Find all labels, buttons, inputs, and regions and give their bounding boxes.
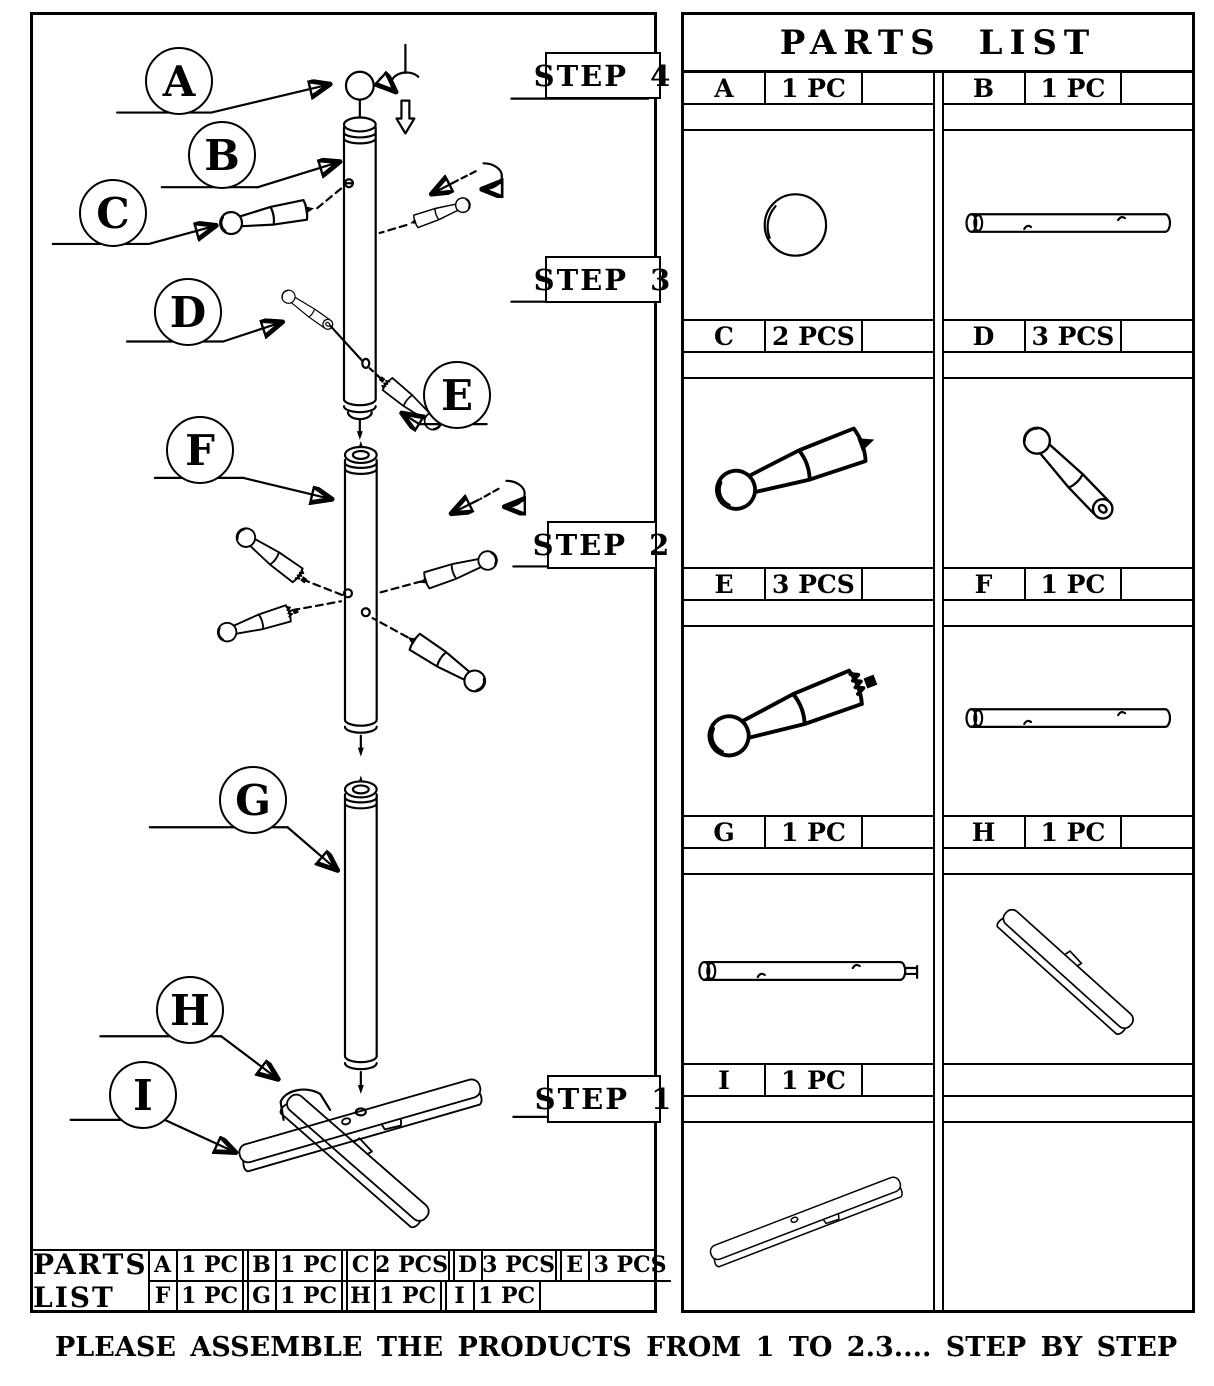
callout-e: E bbox=[423, 361, 491, 429]
part-letter: G bbox=[684, 817, 766, 847]
summary-parts-table-title: PARTS LIST bbox=[33, 1247, 150, 1314]
callout-b-letter: B bbox=[204, 130, 240, 180]
parts-list-title: PARTS LIST bbox=[684, 15, 1192, 73]
part-qty: 1 PC bbox=[1026, 817, 1123, 847]
part-qty: 1 PC bbox=[766, 73, 863, 103]
part-letter: C bbox=[684, 321, 766, 351]
drawing-base-bar-long bbox=[684, 1123, 933, 1310]
column-divider bbox=[932, 73, 944, 1310]
drawing-base-bar-notched bbox=[943, 875, 1192, 1065]
part-qty: 1 PC bbox=[766, 817, 863, 847]
drawing-round-knob bbox=[684, 131, 933, 321]
drawing-hook-peg bbox=[684, 379, 933, 569]
part-qty: 1 PC bbox=[1026, 569, 1123, 599]
callout-g-letter: G bbox=[235, 775, 271, 825]
callout-c: C bbox=[79, 179, 147, 247]
drawing-pole-section bbox=[943, 131, 1192, 321]
part-qty: 1 PC bbox=[766, 1065, 863, 1095]
drawing-pole-section bbox=[943, 627, 1192, 817]
step-1-label: STEP 1 bbox=[535, 1075, 671, 1123]
part-letter: F bbox=[944, 569, 1026, 599]
callout-d: D bbox=[154, 278, 222, 346]
step-4-label: STEP 4 bbox=[534, 52, 670, 99]
callout-i: I bbox=[109, 1061, 177, 1129]
callout-b: B bbox=[188, 121, 256, 189]
part-letter: H bbox=[944, 817, 1026, 847]
summary-cell-empty bbox=[541, 1282, 671, 1311]
callout-a: A bbox=[145, 47, 213, 115]
part-letter: I bbox=[684, 1065, 766, 1095]
part-qty: 3 PCS bbox=[1026, 321, 1123, 351]
callout-h: H bbox=[156, 976, 224, 1044]
part-letter: D bbox=[944, 321, 1026, 351]
callout-f-letter: F bbox=[185, 425, 215, 475]
step-2-label: STEP 2 bbox=[533, 521, 669, 569]
callout-a-letter: A bbox=[162, 56, 196, 106]
part-qty: 1 PC bbox=[1026, 73, 1123, 103]
callout-e-letter: E bbox=[440, 370, 473, 420]
part-qty: 3 PCS bbox=[766, 569, 863, 599]
callout-g: G bbox=[219, 766, 287, 834]
callout-i-letter: I bbox=[133, 1070, 153, 1120]
step-3-label: STEP 3 bbox=[534, 256, 670, 303]
part-letter: E bbox=[684, 569, 766, 599]
part-letter: A bbox=[684, 73, 766, 103]
assembly-diagram-panel: A B C D E F G H I STEP 4 STEP 3 STEP 2 S… bbox=[30, 12, 671, 1314]
part-qty: 2 PCS bbox=[766, 321, 863, 351]
drawing-threaded-bolt-peg bbox=[684, 627, 933, 817]
part-letter: B bbox=[944, 73, 1026, 103]
drawing-hook-peg-with-hole bbox=[943, 379, 1192, 569]
assembly-note: PLEASE ASSEMBLE THE PRODUCTS FROM 1 TO 2… bbox=[55, 1332, 1178, 1363]
drawing-empty bbox=[944, 1123, 1193, 1310]
callout-c-letter: C bbox=[96, 188, 130, 238]
callout-h-letter: H bbox=[170, 985, 210, 1035]
callout-f: F bbox=[166, 416, 234, 484]
parts-cell-empty bbox=[943, 1065, 1193, 1310]
drawing-pole-with-pin bbox=[684, 875, 933, 1065]
callout-d-letter: D bbox=[169, 287, 207, 337]
